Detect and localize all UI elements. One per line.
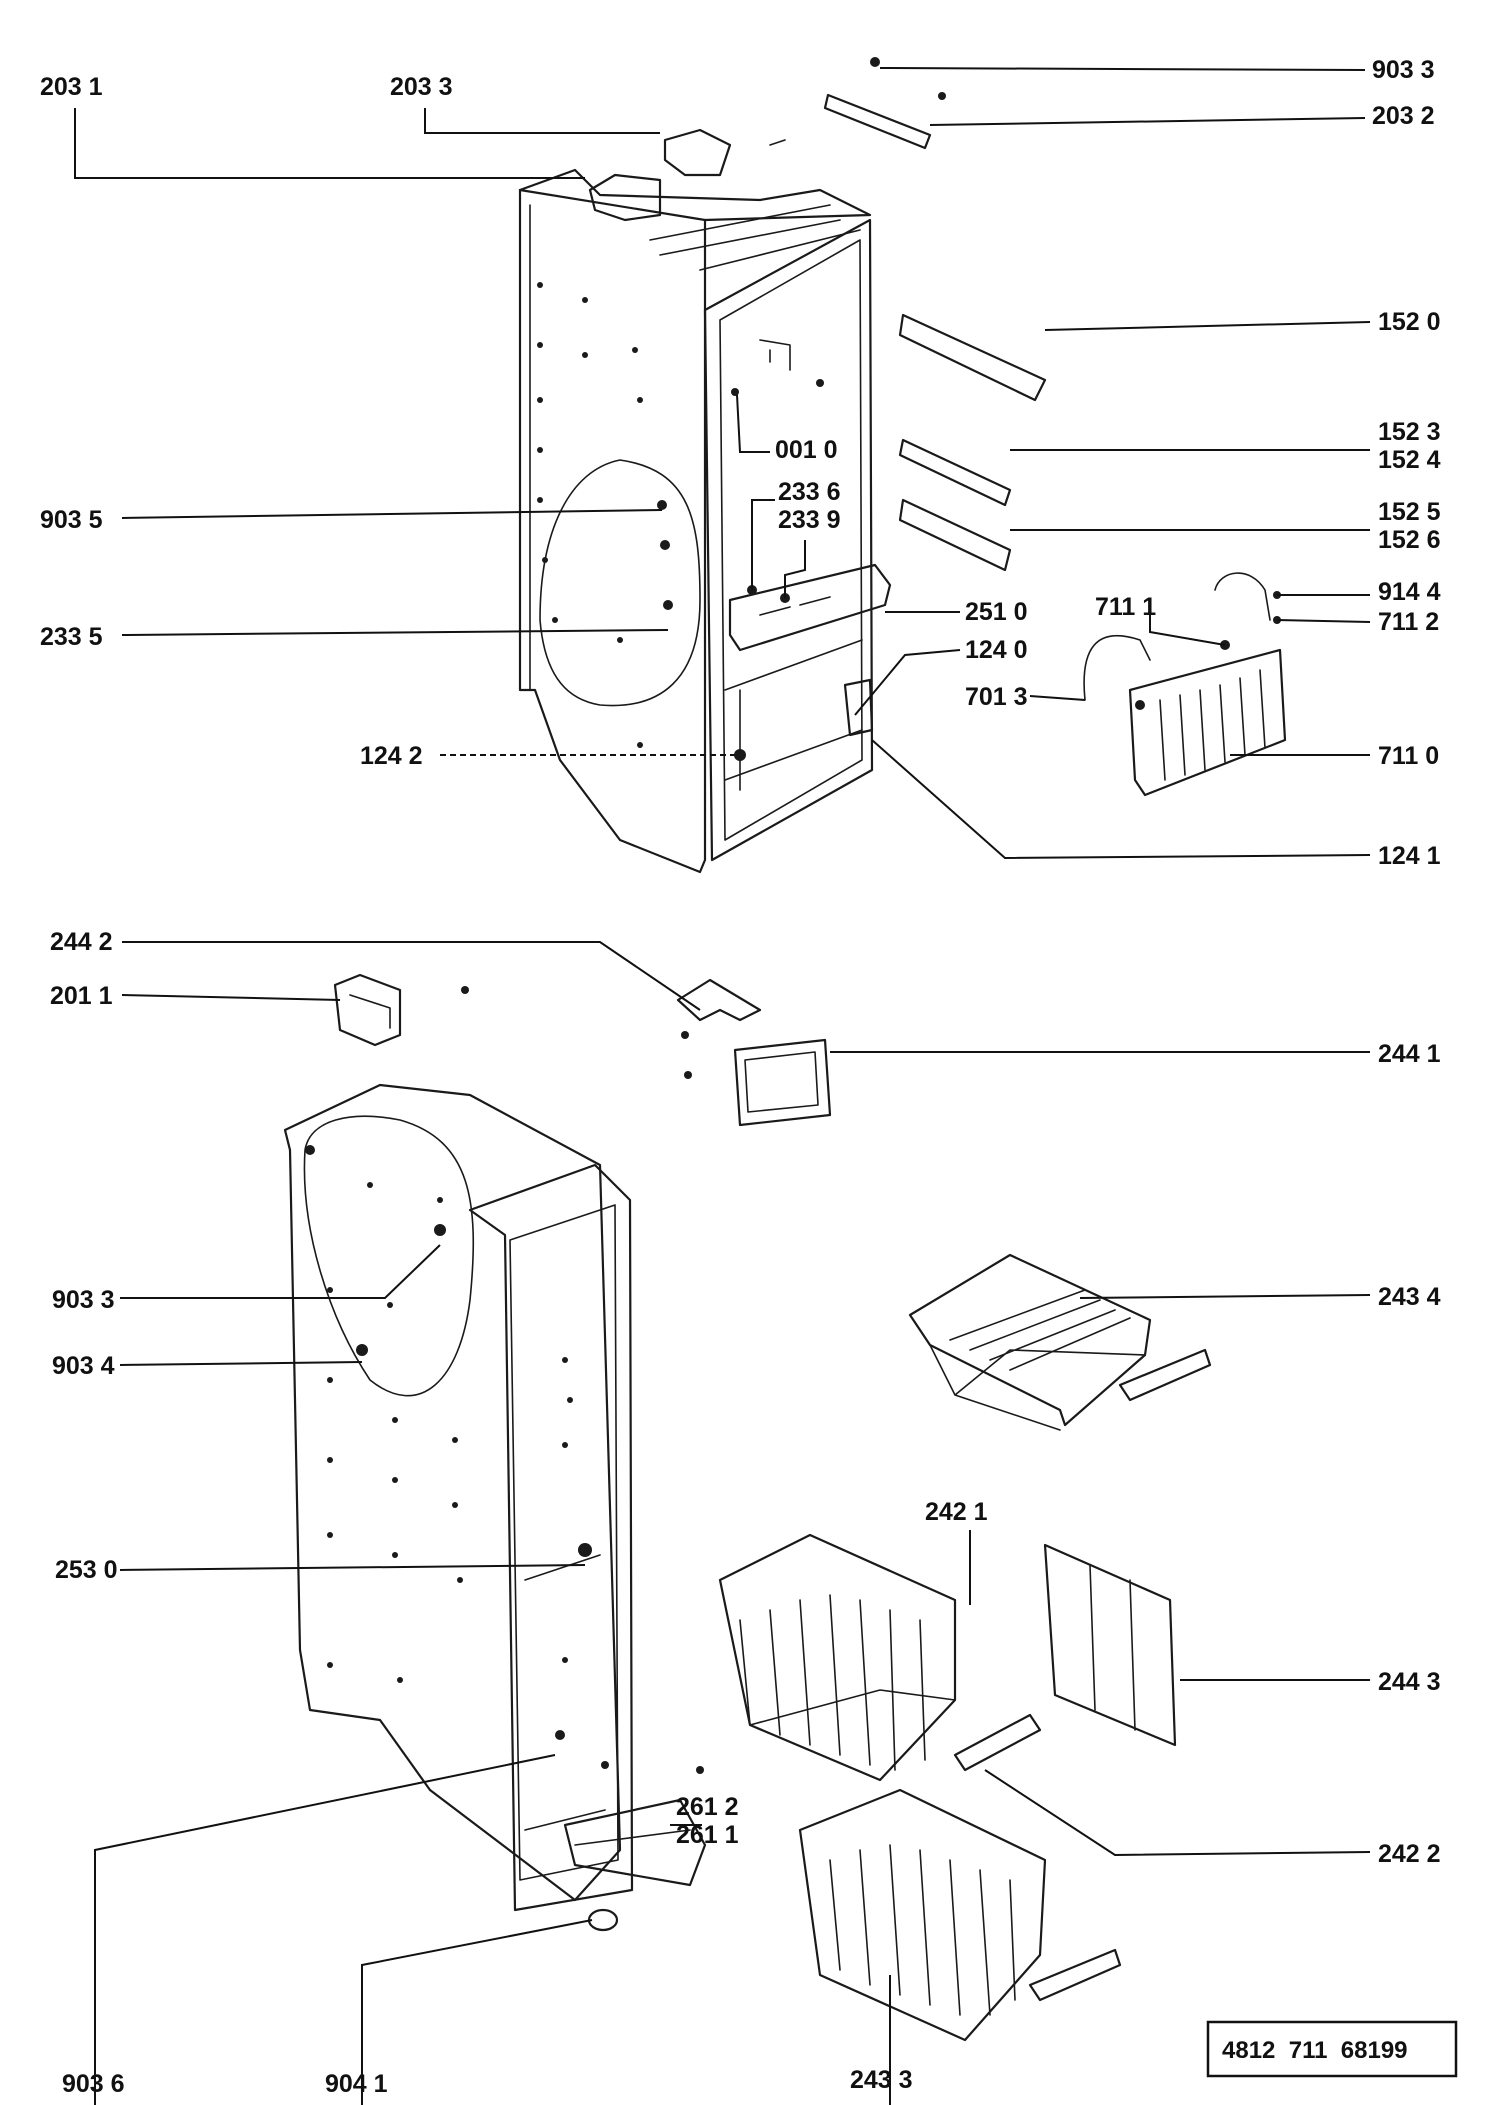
label-261-1: 261 1 [676,1821,739,1849]
label-701-3: 701 3 [965,683,1028,711]
rivet-dots-lower [327,1182,573,1683]
drawing-number: 4812 711 68199 [1222,2037,1408,2064]
label-903-5: 903 5 [40,506,103,534]
label-233-5: 233 5 [40,623,103,651]
label-242-2: 242 2 [1378,1840,1441,1868]
label-903-3-lower: 903 3 [52,1286,115,1314]
label-261-2: 261 2 [676,1793,739,1821]
label-152-3: 152 3 [1378,418,1441,446]
label-152-6: 152 6 [1378,526,1441,554]
label-914-4: 914 4 [1378,578,1441,606]
glass-shelf-244-3 [1043,1543,1177,1747]
label-244-2: 244 2 [50,928,113,956]
shelf-rails [816,313,1047,572]
label-243-4: 243 4 [1378,1283,1441,1311]
label-152-4: 152 4 [1378,446,1441,474]
lower-hinge-201 [333,973,469,1047]
label-242-1: 242 1 [925,1498,988,1526]
upper-cabinet [518,168,892,874]
label-152-0: 152 0 [1378,308,1441,336]
label-711-0: 711 0 [1378,742,1439,770]
label-251-0: 251 0 [965,598,1028,626]
label-001-0: 001 0 [775,436,838,464]
basket-243-3 [798,1788,1122,2042]
label-244-3: 244 3 [1378,1668,1441,1696]
label-233-6: 233 6 [778,478,841,506]
label-201-1: 201 1 [50,982,113,1010]
label-253-0: 253 0 [55,1556,118,1584]
label-203-3: 203 3 [390,73,453,101]
label-711-2: 711 2 [1378,608,1439,636]
basket-243-4 [908,1253,1212,1431]
label-903-6: 903 6 [62,2070,125,2098]
label-904-1: 904 1 [325,2070,388,2098]
label-244-1: 244 1 [1378,1040,1441,1068]
label-243-3: 243 3 [850,2066,913,2094]
label-124-1: 124 1 [1378,842,1441,870]
label-711-1: 711 1 [1095,593,1156,621]
basket-242-1 [718,1533,1042,1782]
label-124-0: 124 0 [965,636,1028,664]
label-903-3-top: 903 3 [1372,56,1435,84]
label-203-1: 203 1 [40,73,103,101]
rivet-dots [537,282,643,748]
drawing-number-box: 4812 711 68199 [1206,2020,1458,2078]
label-152-5: 152 5 [1378,498,1441,526]
evaporator-assembly [1083,572,1287,797]
leader-lines [74,67,1371,2105]
label-903-4: 903 4 [52,1352,115,1380]
part-labels: 203 1 203 3 903 3 203 2 152 0 001 0 152 … [40,56,1441,2098]
drawer-handle-244 [676,978,832,1127]
base-parts [563,1766,707,1932]
label-124-2: 124 2 [360,742,423,770]
top-hinge-parts [588,57,946,222]
lower-cabinet [283,1083,634,1912]
label-233-9: 233 9 [778,506,841,534]
label-203-2: 203 2 [1372,102,1435,130]
